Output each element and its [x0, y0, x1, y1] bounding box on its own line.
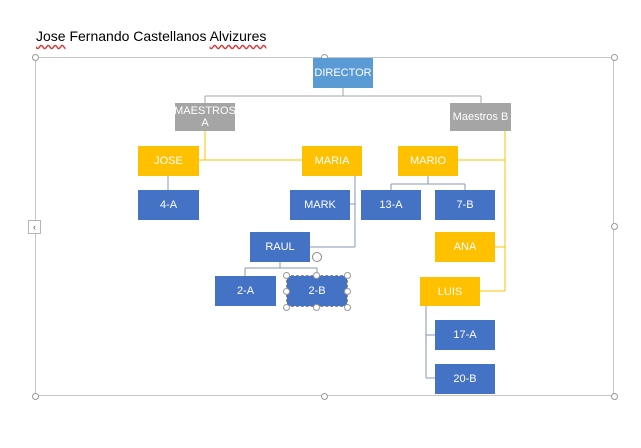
text-pane-toggle-icon[interactable]: ‹	[28, 220, 41, 234]
sel-handle-bm[interactable]	[313, 304, 320, 311]
node-maestros-b-label: Maestros B	[452, 111, 509, 123]
node-7b[interactable]: 7-B	[435, 190, 495, 220]
node-maestros-a[interactable]: MAESTROS A	[174, 103, 236, 131]
node-13a[interactable]: 13-A	[361, 190, 421, 220]
node-20b[interactable]: 20-B	[435, 364, 495, 394]
sel-handle-mr[interactable]	[344, 288, 351, 295]
sel-handle-tr[interactable]	[344, 272, 351, 279]
node-director[interactable]: DIRECTOR	[313, 58, 373, 88]
frame-handle-bm[interactable]	[321, 393, 328, 400]
node-2a[interactable]: 2-A	[215, 276, 276, 306]
node-4a[interactable]: 4-A	[138, 190, 199, 220]
node-mario[interactable]: MARIO	[398, 146, 458, 176]
sel-handle-tl[interactable]	[283, 272, 290, 279]
sel-handle-bl[interactable]	[283, 304, 290, 311]
frame-handle-tl[interactable]	[32, 54, 39, 61]
node-maestros-b[interactable]: Maestros B	[450, 103, 511, 131]
sel-handle-ml[interactable]	[283, 288, 290, 295]
node-4a-label: 4-A	[159, 199, 178, 211]
node-jose[interactable]: JOSE	[138, 146, 199, 176]
node-2b-label: 2-B	[308, 285, 326, 297]
frame-handle-bl[interactable]	[32, 393, 39, 400]
node-raul[interactable]: RAUL	[250, 232, 310, 262]
sel-handle-br[interactable]	[344, 304, 351, 311]
node-2a-label: 2-A	[236, 285, 255, 297]
node-raul-label: RAUL	[265, 241, 295, 253]
node-maestros-a-label: MAESTROS A	[174, 105, 236, 129]
node-7b-label: 7-B	[456, 199, 474, 211]
title-middle: Fernando Castellanos	[65, 28, 210, 44]
frame-handle-mr[interactable]	[611, 223, 618, 230]
node-17a-label: 17-A	[453, 329, 477, 341]
node-2b[interactable]: 2-B	[287, 276, 347, 306]
node-13a-label: 13-A	[379, 199, 403, 211]
node-ana[interactable]: ANA	[435, 232, 495, 262]
node-17a[interactable]: 17-A	[435, 320, 495, 350]
frame-handle-br[interactable]	[611, 393, 618, 400]
sel-handle-tm[interactable]	[313, 272, 320, 279]
frame-handle-tr[interactable]	[611, 54, 618, 61]
node-director-label: DIRECTOR	[314, 67, 372, 79]
node-mark[interactable]: MARK	[290, 190, 350, 220]
node-ana-label: ANA	[453, 241, 477, 253]
node-luis-label: LUIS	[437, 285, 463, 298]
title-word-alvizures: Alvizures	[209, 28, 267, 44]
node-mario-label: MARIO	[409, 155, 447, 167]
document-title: Jose Fernando Castellanos Alvizures	[36, 28, 266, 44]
node-maria[interactable]: MARIA	[302, 146, 362, 176]
node-20b-label: 20-B	[453, 373, 477, 385]
node-maria-label: MARIA	[314, 155, 350, 167]
title-word-jose: Jose	[36, 28, 66, 44]
node-jose-label: JOSE	[154, 155, 183, 167]
node-mark-label: MARK	[304, 199, 336, 211]
rotate-handle-icon[interactable]	[312, 252, 322, 262]
node-luis[interactable]: LUIS	[420, 277, 480, 306]
selection-outline	[286, 275, 348, 307]
